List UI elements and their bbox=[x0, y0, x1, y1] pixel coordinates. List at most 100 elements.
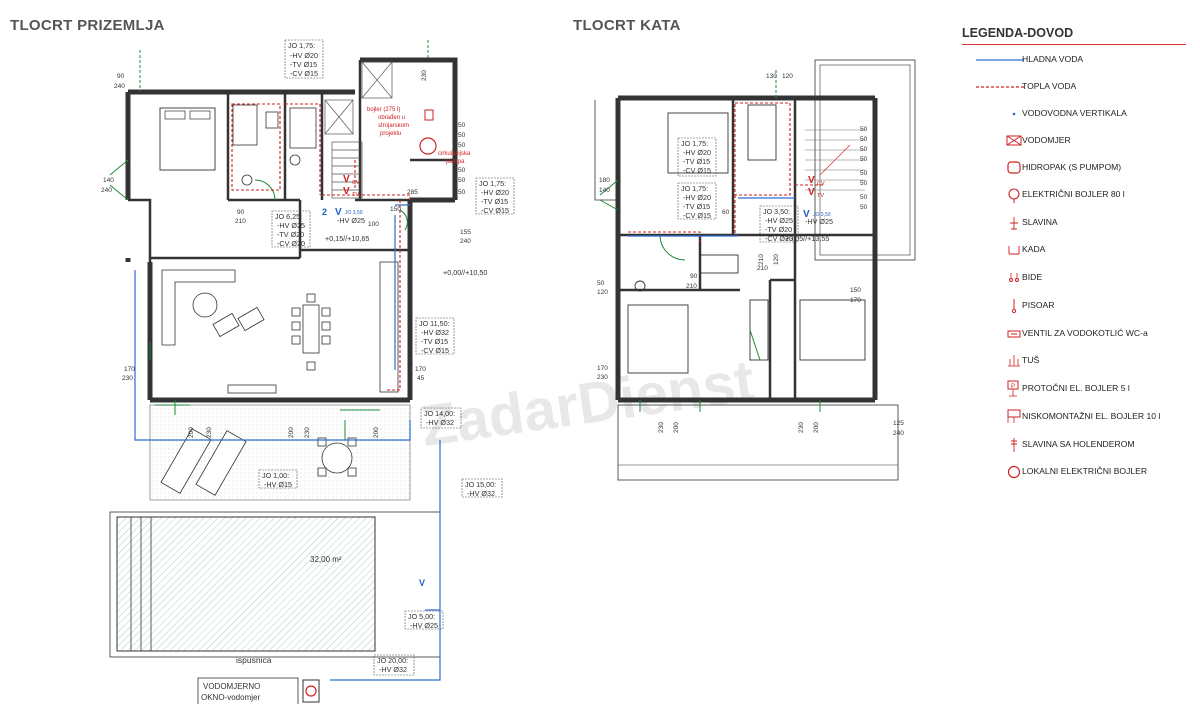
dimension: 170 bbox=[124, 366, 135, 373]
jo-label: JO 1,75: bbox=[681, 184, 708, 193]
dimension: 50 bbox=[860, 126, 868, 133]
boiler-note: strojarskom bbox=[378, 123, 409, 129]
jo-pipe: -CV Ø20 bbox=[277, 239, 305, 248]
legend-label: HIDROPAK (S PUMPOM) bbox=[1022, 162, 1122, 172]
dimension: 90 bbox=[117, 73, 125, 80]
jo-pipe: -TV Ø15 bbox=[481, 197, 508, 206]
jo-label: JO 6,25: bbox=[275, 212, 302, 221]
boiler-note: obrađen u bbox=[378, 115, 405, 121]
jo-pipe: -CV Ø15 bbox=[290, 69, 318, 78]
cv-riser-label: CV bbox=[817, 181, 825, 187]
jo-pipe: -CV Ø15 bbox=[683, 211, 711, 220]
dimension: 50 bbox=[458, 142, 466, 149]
dimension: 170 bbox=[850, 297, 861, 304]
dimension: 200 bbox=[188, 427, 195, 438]
legend-item: VODOMJER bbox=[962, 131, 1186, 151]
legend-item: SLAVINA bbox=[962, 213, 1186, 233]
jo-pipe: -CV Ø15 bbox=[421, 346, 449, 355]
dimension: 170 bbox=[597, 365, 608, 372]
dimension: 120 bbox=[782, 73, 793, 80]
legend-label: BIDE bbox=[1022, 272, 1043, 282]
boiler-note: bojler (275 l) bbox=[367, 107, 400, 113]
riser-label: JO 3,50 bbox=[813, 212, 831, 218]
dimension: 50 bbox=[860, 204, 868, 211]
jo-pipe: -CV Ø20 bbox=[765, 234, 793, 243]
legend-label: LOKALNI ELEKTRIČNI BOJLER bbox=[1022, 466, 1148, 476]
riser-number: 2 bbox=[322, 207, 327, 217]
jo-pipe: -TV Ø20 bbox=[277, 230, 304, 239]
instant-heater-icon: P bbox=[1007, 380, 1019, 397]
jo-label: JO 1,75: bbox=[288, 41, 315, 50]
jo-pipe: -HV Ø20 bbox=[683, 148, 711, 157]
bathtub-icon bbox=[1008, 246, 1020, 255]
pool-riser-symbol: V bbox=[419, 578, 425, 588]
legend-label: VENTIL ZA VODOKOTLIĆ WC-a bbox=[1022, 328, 1148, 338]
jo-label: JO 1,75: bbox=[479, 179, 506, 188]
dimension: 170 bbox=[415, 366, 426, 373]
drain-label: ispusnica bbox=[236, 655, 272, 665]
dimension: 230 bbox=[304, 427, 311, 438]
level-mark: +0,00//+10,50 bbox=[443, 268, 487, 277]
dimension: 210 bbox=[686, 283, 697, 290]
legend-item: BIDE bbox=[962, 268, 1186, 288]
boiler-note: projektu bbox=[380, 131, 401, 137]
jo-label: JO 15,00: bbox=[465, 480, 496, 489]
dimension: 140 bbox=[103, 177, 114, 184]
legend-label: PROTOČNI EL. BOJLER 5 l bbox=[1022, 383, 1130, 393]
jo-pipe: -HV Ø20 bbox=[683, 193, 711, 202]
legend-item: VENTIL ZA VODOKOTLIĆ WC-a bbox=[962, 324, 1186, 344]
pump-note: cirkulacijska bbox=[438, 151, 471, 157]
legend-label: SLAVINA bbox=[1022, 217, 1058, 227]
legend-label: VODOVODNA VERTIKALA bbox=[1022, 108, 1127, 118]
pool-area: 32,00 m² bbox=[310, 555, 342, 564]
dimension: 230 bbox=[658, 422, 665, 433]
hv-riser-symbol: V bbox=[335, 207, 342, 218]
jo-pipe: -TV Ø15 bbox=[421, 337, 448, 346]
svg-text:P: P bbox=[1011, 384, 1015, 390]
legend-label: HLADNA VODA bbox=[1022, 54, 1084, 64]
jo-pipe: -TV Ø15 bbox=[683, 202, 710, 211]
jo-pipe: -CV Ø15 bbox=[481, 206, 509, 215]
water-meter-icon bbox=[1006, 135, 1022, 146]
hydropack-icon bbox=[1007, 161, 1021, 174]
level-mark: +0,15//+10,65 bbox=[325, 234, 369, 243]
hv-riser-symbol: V bbox=[803, 209, 810, 220]
pump-note: pumpa bbox=[446, 159, 465, 165]
legend-item: ELEKTRIČNI BOJLER 80 l bbox=[962, 185, 1186, 205]
legend-title: LEGENDA-DOVOD bbox=[962, 26, 1186, 45]
legend-item: PISOAR bbox=[962, 296, 1186, 316]
dimension: 50 bbox=[860, 180, 868, 187]
tv-riser-label: TV bbox=[817, 193, 824, 199]
jo-pipe: -HV Ø32 bbox=[426, 418, 454, 427]
dimension: 140 bbox=[599, 187, 610, 194]
dimension: 210 bbox=[758, 254, 765, 265]
wall bbox=[360, 57, 458, 200]
dimension: 130 bbox=[766, 73, 777, 80]
tv-riser-symbol: V bbox=[808, 187, 815, 198]
jo-pipe: -HV Ø32 bbox=[467, 489, 495, 498]
riser-pipe: -HV Ø25 bbox=[805, 217, 833, 226]
dimension: 180 bbox=[599, 177, 610, 184]
bidet-icon bbox=[1009, 273, 1019, 282]
jo-pipe: -CV Ø15 bbox=[683, 166, 711, 175]
upper-floor-title: TLOCRT KATA bbox=[573, 17, 681, 34]
jo-label: JO 1,00: bbox=[262, 471, 289, 480]
legend-item: KADA bbox=[962, 240, 1186, 260]
dimension: 200 bbox=[288, 427, 295, 438]
legend-item: TUŠ bbox=[962, 351, 1186, 371]
legend-label: VODOMJER bbox=[1022, 135, 1071, 145]
jo-pipe: -TV Ø15 bbox=[290, 60, 317, 69]
jo-label: JO 1,75: bbox=[681, 139, 708, 148]
jo-label: JO 3,50: bbox=[763, 207, 790, 216]
ground-floor-title: TLOCRT PRIZEMLJA bbox=[10, 17, 165, 34]
dimension: 50 bbox=[458, 177, 466, 184]
jo-pipe: -HV Ø25 bbox=[277, 221, 305, 230]
dimension: 120 bbox=[773, 254, 780, 265]
dimension: 240 bbox=[893, 430, 904, 437]
dimension: 200 bbox=[373, 427, 380, 438]
tv-riser-label: TV bbox=[352, 192, 359, 198]
tv-riser-symbol: V bbox=[343, 186, 350, 197]
legend-item: P PROTOČNI EL. BOJLER 5 l bbox=[962, 379, 1186, 399]
dimension: 45 bbox=[417, 375, 425, 382]
